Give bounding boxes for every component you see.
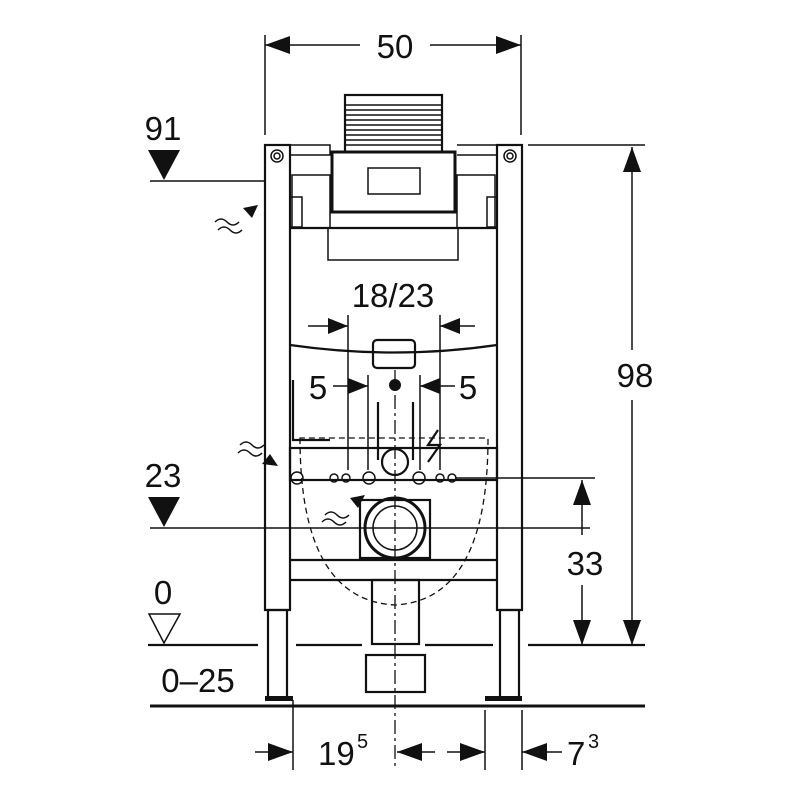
waste-connection: [290, 338, 489, 770]
flush-plate: [330, 93, 457, 214]
bottom-dimensions: 19 5 7 3: [255, 700, 599, 772]
level-23: 23: [145, 441, 590, 529]
level-91: 91: [145, 110, 265, 234]
bottom-left-label: 19: [318, 735, 355, 772]
bottom-right-superscript: 3: [588, 731, 599, 753]
offset-right-label: 5: [459, 369, 477, 406]
electrical-icon: [425, 429, 443, 463]
bottom-right-label: 7: [567, 735, 585, 772]
drain-height-dimension: 33: [455, 477, 604, 645]
spacing-dimensions: 18/23 5 5: [308, 277, 477, 470]
bottom-left-superscript: 5: [357, 731, 368, 753]
width-dimension: 50: [264, 28, 522, 135]
width-label: 50: [377, 28, 414, 65]
spacing-label: 18/23: [352, 277, 435, 314]
floor-level-label: 0: [154, 574, 172, 611]
floor-range-label: 0–25: [161, 662, 234, 699]
level-91-label: 91: [145, 110, 182, 147]
frame: [263, 143, 524, 701]
offset-left-label: 5: [309, 369, 327, 406]
drain-height-label: 33: [567, 545, 604, 582]
height-label: 98: [617, 357, 654, 394]
floor-level: 0 0–25: [147, 574, 645, 708]
level-23-label: 23: [145, 457, 182, 494]
height-dimension: 98: [528, 144, 654, 645]
